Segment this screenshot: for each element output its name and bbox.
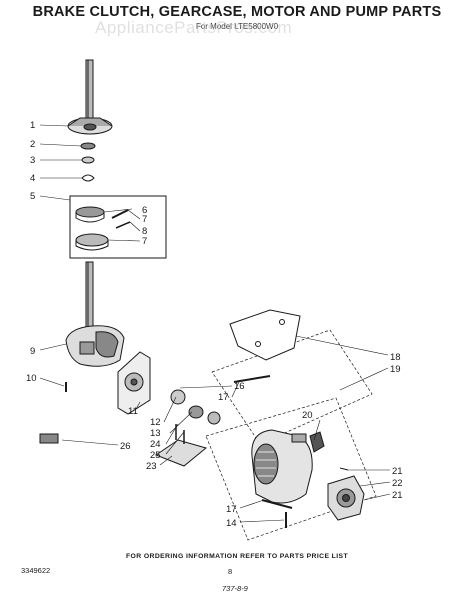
page-title: BRAKE CLUTCH, GEARCASE, MOTOR AND PUMP P… (32, 4, 442, 20)
callout-3: 3 (30, 155, 35, 166)
callout-26: 26 (120, 441, 131, 452)
page-number: 8 (228, 567, 233, 576)
retaining-clip-part (81, 174, 95, 182)
callout-16: 16 (234, 381, 245, 392)
callout-10: 10 (26, 373, 37, 384)
gearcase-part (65, 261, 125, 367)
callout-2: 2 (30, 139, 35, 150)
callout-18: 18 (390, 352, 401, 363)
callout-25: 25 (150, 450, 161, 461)
callout-9: 9 (30, 346, 35, 357)
callout-4: 4 (30, 173, 35, 184)
diagram-code: 737-8-9 (222, 584, 248, 593)
callout-24: 24 (150, 439, 161, 450)
motor-part (251, 429, 313, 504)
callout-7-upper: 7 (142, 214, 147, 225)
belt-part (229, 309, 301, 361)
motor-base-part (154, 424, 208, 467)
callout-5: 5 (30, 191, 35, 202)
motor-assembly-outline (211, 329, 373, 445)
callout-7-lower: 7 (142, 236, 147, 247)
document-number: 3349622 (21, 566, 51, 575)
callout-21-upper: 21 (392, 466, 403, 477)
pump-part (327, 467, 365, 521)
coupler-part (170, 389, 221, 425)
callout-21-lower: 21 (392, 490, 403, 501)
callout-8: 8 (142, 226, 147, 237)
capacitor-part (309, 431, 325, 453)
callout-13: 13 (150, 428, 161, 439)
motor-mount-plate (117, 351, 151, 415)
callout-19: 19 (390, 364, 401, 375)
callout-11: 11 (128, 406, 138, 417)
callout-12: 12 (150, 417, 161, 428)
callout-1: 1 (30, 120, 35, 131)
callout-6: 6 (142, 205, 147, 216)
watermark-text: AppliancePartsPros.com (95, 18, 293, 37)
model-subtitle: For Model LTE5800W0 (195, 22, 279, 31)
washer-part (80, 142, 96, 150)
callout-14: 14 (226, 518, 237, 529)
callout-17-lower: 17 (226, 504, 237, 515)
callout-17-upper: 17 (218, 392, 229, 403)
block-part (39, 433, 59, 444)
ordering-note: FOR ORDERING INFORMATION REFER TO PARTS … (125, 553, 349, 560)
callout-20: 20 (302, 410, 313, 421)
callout-23: 23 (146, 461, 157, 472)
spacer-part (81, 156, 95, 164)
callout-22: 22 (392, 478, 403, 489)
brake-assembly-box (69, 195, 167, 259)
brake-shaft-part (67, 59, 113, 135)
